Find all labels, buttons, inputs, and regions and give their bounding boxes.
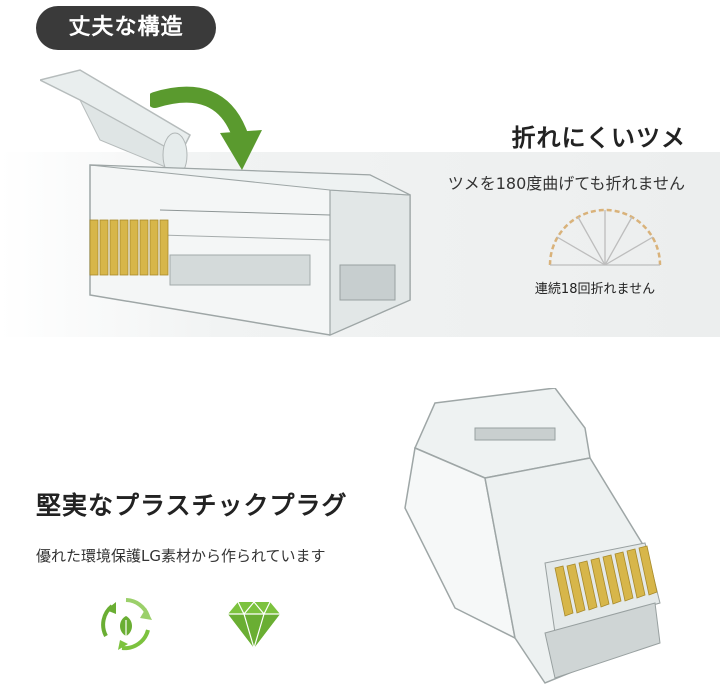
recycle-leaf-icon (101, 598, 152, 651)
section2-heading: 堅実なプラスチックプラグ (36, 491, 348, 520)
angle-caption: 連続18回折れません (534, 282, 656, 297)
diamond-icon (228, 601, 280, 650)
connector-top-image (40, 69, 411, 336)
section1-note: ツメを180度曲げても折れません (447, 174, 685, 193)
connector-bottom-image (404, 388, 661, 684)
section2-note: 優れた環境保護LG素材から作られています (36, 547, 326, 565)
section1-heading: 折れにくいツメ (511, 124, 686, 152)
bend-arrow-icon (150, 86, 262, 170)
bend-angle-diagram (548, 208, 662, 266)
section-badge: 丈夫な構造 (36, 6, 216, 50)
